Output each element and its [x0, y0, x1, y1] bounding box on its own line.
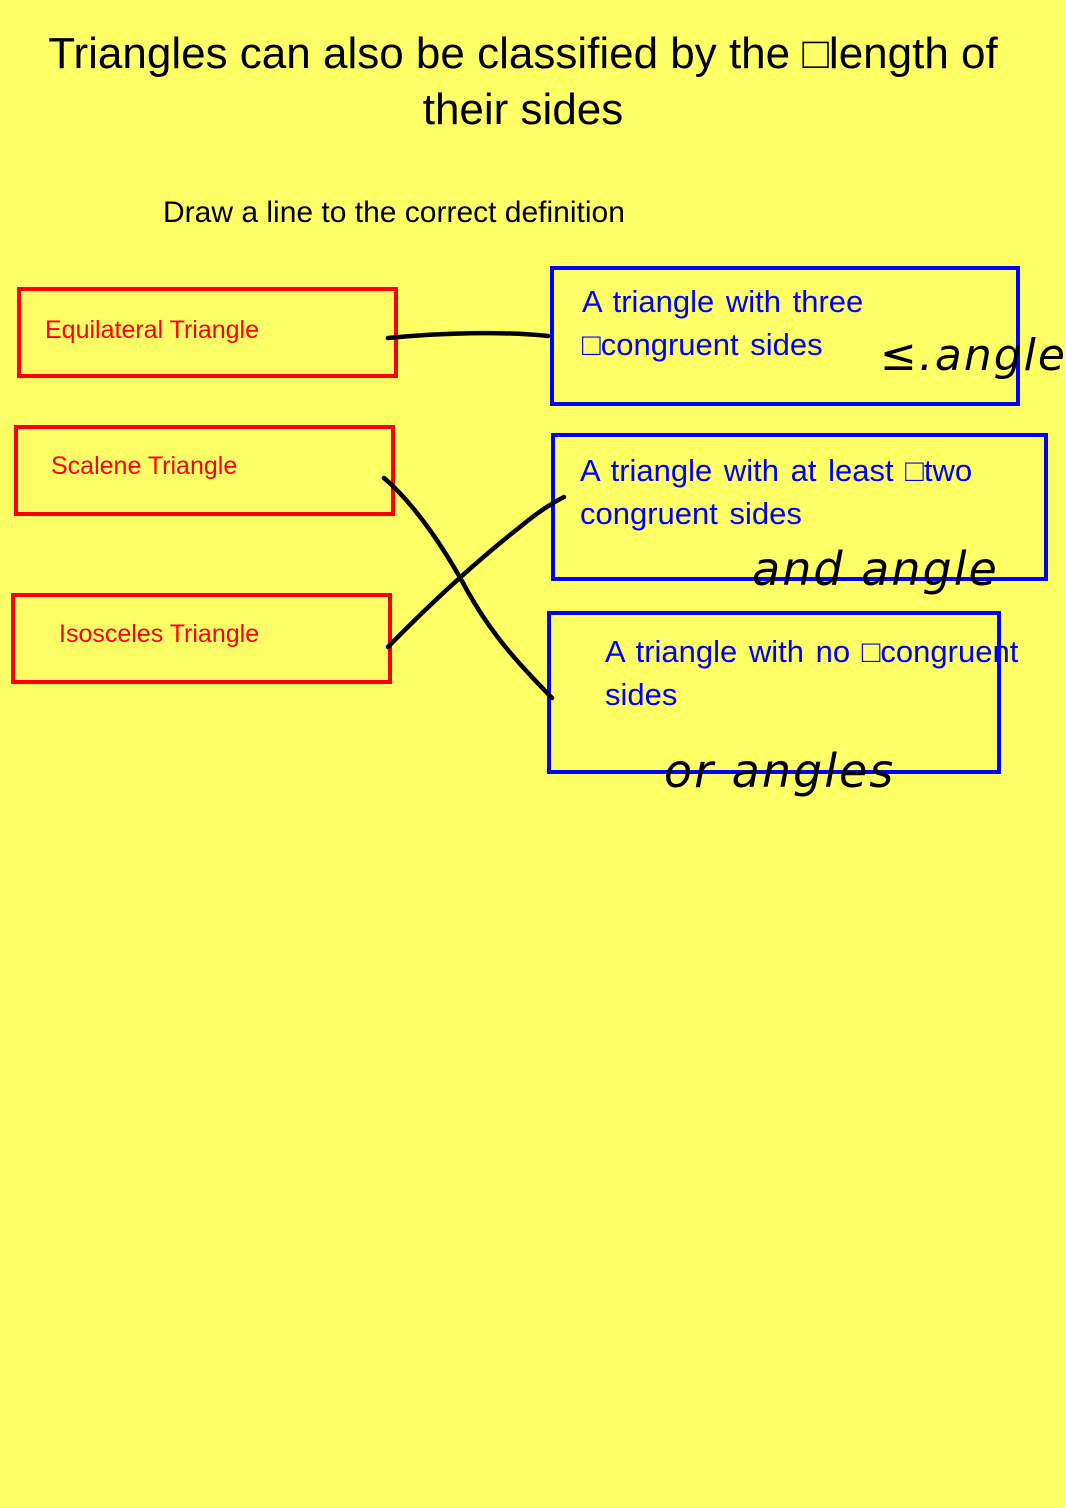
page-title: Triangles can also be classified by the … [48, 29, 998, 134]
connector-scalene-line [381, 475, 555, 701]
term-box-equilateral[interactable]: Equilateral Triangle [17, 287, 398, 378]
connector-isosceles-line [385, 494, 567, 650]
connector-equilateral-line [385, 330, 551, 341]
definition-line: A triangle with no □congruent [605, 634, 1019, 669]
definition-text-three-congruent: A triangle with three □congruent sides [582, 280, 863, 366]
term-label-scalene: Scalene Triangle [51, 452, 238, 480]
handwritten-note-angles: ≤.angles [880, 330, 1066, 381]
handwritten-note-and-angle: and angle [752, 542, 999, 596]
definition-box-three-congruent[interactable] [550, 266, 1020, 406]
term-box-isosceles[interactable]: Isosceles Triangle [11, 593, 392, 684]
definition-line: A triangle with three [582, 284, 864, 319]
term-label-isosceles: Isosceles Triangle [59, 620, 260, 648]
term-label-equilateral: Equilateral Triangle [45, 316, 260, 344]
definition-line: □congruent sides [582, 327, 823, 362]
handwritten-note-or-angles: or angles [664, 744, 896, 798]
definition-text-no-congruent: A triangle with no □congruent sides [605, 630, 1018, 716]
instruction-text: Draw a line to the correct definition [163, 196, 625, 229]
definition-line: sides [605, 677, 678, 712]
term-box-scalene[interactable]: Scalene Triangle [14, 425, 395, 516]
definition-text-two-congruent: A triangle with at least □two congruent … [580, 449, 972, 535]
definition-line: congruent sides [580, 496, 802, 531]
definition-line: A triangle with at least □two [580, 453, 973, 488]
